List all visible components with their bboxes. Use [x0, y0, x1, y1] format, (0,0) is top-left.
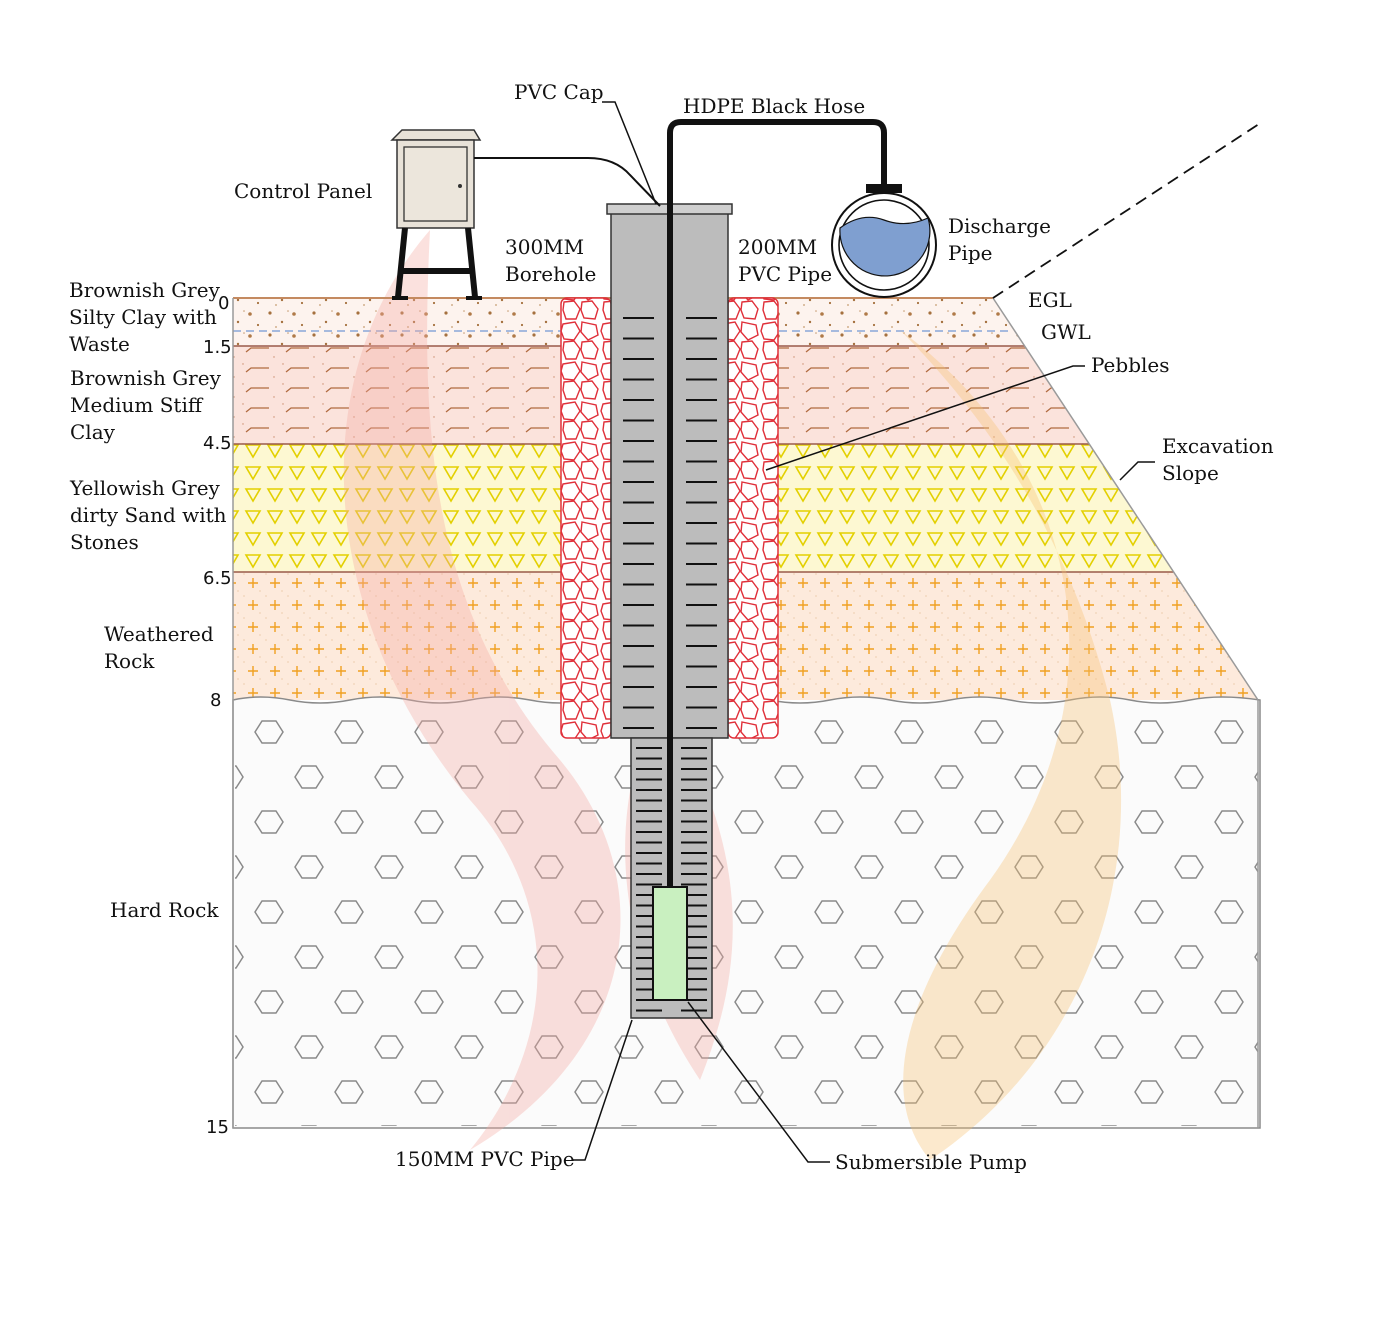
discharge-pipe: [831, 192, 937, 298]
depth-1-5: 1.5: [203, 337, 232, 358]
depth-6-5: 6.5: [203, 568, 232, 589]
layer-name-weathered-rock: Weathered Rock: [104, 622, 220, 673]
discharge-water: [839, 216, 931, 277]
depth-scale: 0 1.5 4.5 6.5 8 15: [203, 293, 232, 1138]
pebble-fill: [560, 297, 779, 739]
submersible-pump: [652, 886, 688, 1001]
depth-15: 15: [206, 1117, 229, 1138]
layer-hard-rock: [232, 696, 1261, 1129]
label-pvc-cap: PVC Cap: [514, 80, 604, 104]
label-pebbles: Pebbles: [1091, 353, 1170, 377]
layer-name-medium-stiff-clay: Brownish Grey Medium Stiff Clay: [70, 366, 227, 444]
depth-8: 8: [210, 690, 221, 711]
pipe-slots-200mm: [623, 317, 717, 729]
layer-name-hard-rock: Hard Rock: [110, 898, 219, 922]
depth-4-5: 4.5: [203, 433, 232, 454]
label-borehole-300: 300MM Borehole: [505, 235, 596, 286]
label-hdpe-hose: HDPE Black Hose: [683, 94, 865, 118]
leader-150mm-pipe: [573, 1019, 633, 1161]
label-pvc-pipe-150: 150MM PVC Pipe: [395, 1147, 575, 1171]
label-gwl: GWL: [1041, 320, 1091, 344]
label-excavation-slope: Excavation Slope: [1162, 434, 1280, 485]
callout-labels: PVC Cap HDPE Black Hose Control Panel 30…: [234, 80, 1280, 1174]
control-cable: [474, 157, 661, 207]
leader-excavation-slope: [1119, 461, 1155, 481]
panel-handle: [458, 184, 462, 188]
leader-lines: [573, 101, 1155, 1163]
leader-submersible-pump: [687, 1001, 830, 1163]
excavation-slope-line: [992, 297, 1259, 701]
label-discharge-pipe: Discharge Pipe: [948, 214, 1057, 265]
layer-names: Brownish Grey Silty Clay with Waste Brow…: [69, 278, 233, 922]
hdpe-black-hose: [667, 119, 887, 887]
control-panel: [390, 129, 482, 300]
layer-name-dirty-sand: Yellowish Grey dirty Sand with Stones: [69, 476, 233, 554]
label-control-panel: Control Panel: [234, 179, 372, 203]
natural-ground-dashed-line: [992, 121, 1263, 299]
label-submersible-pump: Submersible Pump: [835, 1150, 1027, 1174]
depth-0: 0: [218, 293, 229, 314]
label-egl: EGL: [1028, 288, 1072, 312]
label-pvc-pipe-200: 200MM PVC Pipe: [738, 235, 832, 286]
layer-name-silty-clay: Brownish Grey Silty Clay with Waste: [69, 278, 226, 356]
leader-pvc-cap: [602, 101, 657, 205]
hose-coupling: [866, 184, 902, 193]
leader-pebbles: [765, 365, 1085, 471]
